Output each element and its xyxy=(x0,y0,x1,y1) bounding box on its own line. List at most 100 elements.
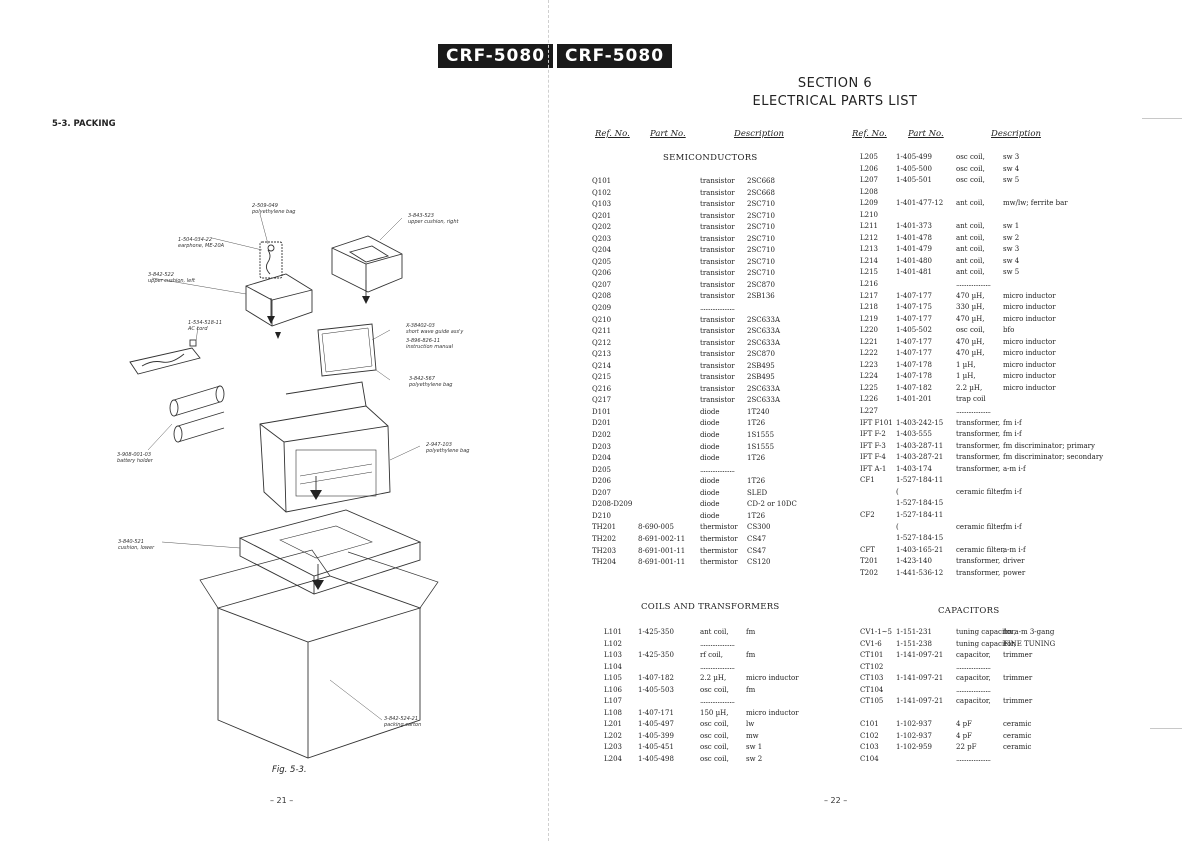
cell-value: 2SC710 xyxy=(747,269,775,278)
cell-value: 2SC633A xyxy=(747,327,781,336)
cell-ref: Q206 xyxy=(592,269,612,278)
assembly-arrows xyxy=(267,296,370,590)
parts-row: L216.................... xyxy=(860,279,1160,291)
cell-ref: L209 xyxy=(860,199,879,208)
cell-part-no: 1-407-177 xyxy=(896,291,932,300)
column-header-desc-left: Description xyxy=(734,129,784,139)
cell-value: 1T26 xyxy=(747,511,766,520)
cell-type: osc coil, xyxy=(700,685,729,694)
cell-type: ant coil, xyxy=(956,199,985,208)
cell-ref: D206 xyxy=(592,477,611,486)
cell-value: 1T26 xyxy=(747,454,766,463)
cell-type: transistor xyxy=(700,177,735,185)
cell-type: transistor xyxy=(700,223,735,232)
cell-type: transformer, xyxy=(956,453,1001,462)
cell-type: thermistor xyxy=(700,534,738,543)
cell-type: diode xyxy=(700,407,720,416)
cell-ref: L201 xyxy=(604,720,623,729)
cell-part-no: 1-141-097-21 xyxy=(896,651,944,660)
cell-type: 150 µH, xyxy=(700,708,729,717)
cell-ref: CT102 xyxy=(860,662,884,671)
cell-type: diode xyxy=(700,431,720,440)
cell-ref: Q102 xyxy=(592,188,612,197)
cell-type: transistor xyxy=(700,373,735,382)
cell-part-no: 1-102-937 xyxy=(896,731,932,740)
cell-value: ceramic xyxy=(1003,743,1032,752)
cell-value: 2SB495 xyxy=(747,373,775,382)
cell-part-no: 1-407-171 xyxy=(638,708,674,717)
cell-type: transistor xyxy=(700,384,735,393)
cell-ref: D207 xyxy=(592,488,611,497)
cell-value: micro inductor xyxy=(746,674,799,683)
cell-value: sw 1 xyxy=(1003,222,1020,231)
cell-value: 2SC633A xyxy=(747,315,781,324)
cell-ref: TH202 xyxy=(592,534,617,543)
cell-type: transistor xyxy=(700,246,735,255)
cell-value: micro inductor xyxy=(1003,349,1056,358)
cell-part-no: 1-151-238 xyxy=(896,639,932,648)
cell-type: osc coil, xyxy=(700,720,729,729)
cell-part-no: 1-423-140 xyxy=(896,557,932,566)
cell-value: 2SC710 xyxy=(747,246,775,255)
cell-value: ceramic xyxy=(1003,731,1032,740)
cell-ref: L218 xyxy=(860,303,879,312)
column-header-ref-right: Ref. No. xyxy=(852,129,887,139)
cell-ref: TH201 xyxy=(592,523,617,532)
cell-type: rf coil, xyxy=(700,651,723,660)
cell-value: SLED xyxy=(747,488,768,497)
cell-value: micro inductor xyxy=(1003,383,1056,392)
cell-type: .................... xyxy=(956,755,991,764)
cell-type: transistor xyxy=(700,292,735,301)
cell-ref: L221 xyxy=(860,337,879,346)
cell-type: transistor xyxy=(700,350,735,359)
cell-type: transistor xyxy=(700,361,735,370)
cell-type: 1 µH, xyxy=(956,372,976,381)
cell-ref: L202 xyxy=(604,731,623,740)
cell-ref: C103 xyxy=(860,743,879,752)
cell-value: fm discriminator; secondary xyxy=(1003,453,1104,462)
cell-part-no: 1-407-182 xyxy=(896,383,932,392)
cell-ref: D210 xyxy=(592,511,611,520)
cell-ref: Q208 xyxy=(592,292,612,301)
cell-type: .................... xyxy=(700,465,735,474)
cell-value: fm discriminator; primary xyxy=(1003,441,1095,450)
cell-type: transistor xyxy=(700,315,735,324)
edge-mark xyxy=(1150,728,1182,729)
cell-value: fm a-m 3-gang xyxy=(1003,628,1055,636)
section-heading-packing: 5-3. PACKING xyxy=(52,119,116,129)
cell-ref: L205 xyxy=(860,153,879,161)
cell-part-no: 8-690-005 xyxy=(638,523,674,532)
cell-part-no: 1-141-097-21 xyxy=(896,697,944,706)
cell-ref: L108 xyxy=(604,708,623,717)
cell-ref: Q101 xyxy=(592,177,612,185)
cell-ref: IFT F101 xyxy=(860,418,893,427)
cell-part-no: 8-691-002-11 xyxy=(638,534,686,543)
cell-type: transformer, xyxy=(956,430,1001,439)
cell-type: tuning capacitor, xyxy=(956,639,1017,648)
cell-type: 2.2 µH, xyxy=(956,383,983,392)
cell-type: diode xyxy=(700,454,720,463)
cell-value: sw 5 xyxy=(1003,176,1020,185)
cell-value: a-m i-f xyxy=(1003,464,1026,473)
cell-ref: L226 xyxy=(860,395,879,404)
cell-part-no: 1-401-478 xyxy=(896,233,932,242)
